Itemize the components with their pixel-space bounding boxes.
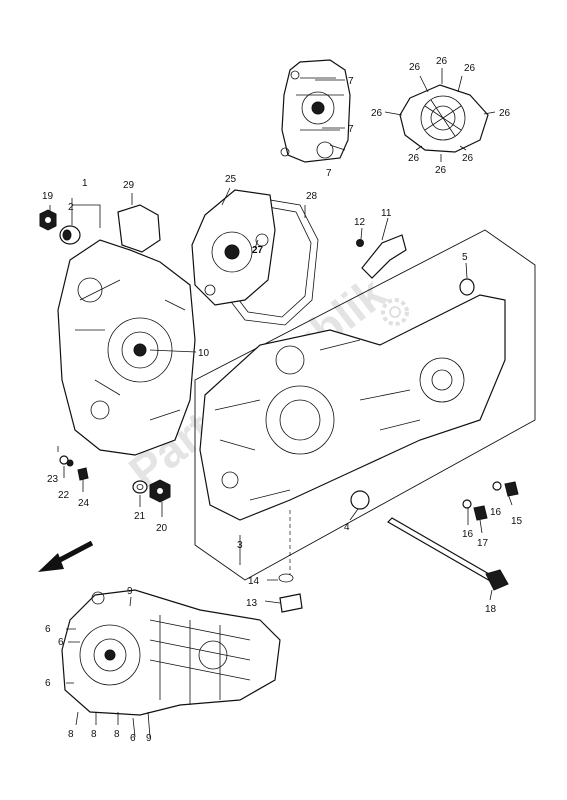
part-plug-13: [279, 593, 303, 613]
part-bolts-15-16-17: [462, 481, 519, 521]
callout-10: 10: [198, 348, 210, 359]
callout-28: 28: [306, 191, 318, 202]
front-direction-arrow-icon: [38, 540, 94, 572]
part-washer-21: [132, 480, 148, 494]
callout-22: 22: [58, 490, 70, 501]
callout-23: 23: [47, 474, 59, 485]
part-pin-4: [350, 490, 370, 510]
part-nut-19: [39, 209, 57, 231]
callout-18: 18: [485, 604, 497, 615]
callout-8: 8: [68, 729, 74, 740]
callout-7: 7: [348, 124, 354, 135]
callout-15: 15: [511, 516, 523, 527]
callout-8: 8: [91, 729, 97, 740]
part-bushing-2: [59, 225, 81, 245]
part-stud-bolt-18: [387, 517, 509, 591]
callout-13: 13: [246, 598, 258, 609]
callout-21: 21: [134, 511, 146, 522]
callout-17: 17: [477, 538, 489, 549]
callout-26: 26: [436, 56, 448, 67]
part-oring-14: [278, 573, 294, 583]
callout-16: 16: [462, 529, 474, 540]
callout-26: 26: [435, 165, 447, 176]
part-breather-29: [117, 204, 161, 253]
assembly-box-3: [194, 229, 536, 581]
callout-6: 6: [58, 637, 64, 648]
part-plate-26: [399, 84, 489, 153]
callout-7: 7: [348, 76, 354, 87]
callout-6: 6: [45, 624, 51, 635]
callout-26: 26: [464, 63, 476, 74]
callout-labels: 7 7 7 26 26 26 26 26 26 26 26 1 19 2 29 …: [42, 56, 523, 744]
part-pin-5: [459, 278, 475, 296]
callout-9: 9: [146, 733, 152, 744]
leader-lines: [49, 68, 513, 738]
part-cover-25: [191, 189, 276, 306]
callout-8: 8: [114, 729, 120, 740]
callout-26: 26: [371, 108, 383, 119]
callout-16: 16: [490, 507, 502, 518]
callout-14: 14: [248, 576, 260, 587]
part-crankcase-right-3: [199, 294, 506, 521]
callout-7: 7: [326, 168, 332, 179]
part-plug-20: [149, 479, 171, 503]
callout-25: 25: [225, 174, 237, 185]
gear-logo-icon: [381, 298, 409, 326]
callout-26: 26: [409, 62, 421, 73]
callout-9: 9: [127, 586, 133, 597]
callout-19: 19: [42, 191, 54, 202]
callout-2: 2: [68, 202, 74, 213]
callout-27: 27: [252, 245, 264, 256]
callout-26: 26: [462, 153, 474, 164]
callout-24: 24: [78, 498, 90, 509]
part-bracket-11: [361, 234, 407, 279]
callout-6: 6: [45, 678, 51, 689]
part-crankcase-left-1: [57, 239, 196, 456]
callout-26: 26: [408, 153, 420, 164]
callout-3: 3: [237, 540, 243, 551]
part-bolt-12: [356, 239, 364, 247]
callout-5: 5: [462, 252, 468, 263]
callout-1: 1: [82, 178, 88, 189]
callout-6: 6: [130, 733, 136, 744]
callout-12: 12: [354, 217, 366, 228]
callout-29: 29: [123, 180, 135, 191]
part-crankcase-cover-6: [61, 589, 281, 716]
callout-11: 11: [381, 208, 392, 219]
callout-26: 26: [499, 108, 511, 119]
part-cover-7: [280, 59, 351, 163]
part-bolt-22-23-24: [59, 455, 89, 481]
callout-4: 4: [344, 522, 350, 533]
callout-20: 20: [156, 523, 168, 534]
